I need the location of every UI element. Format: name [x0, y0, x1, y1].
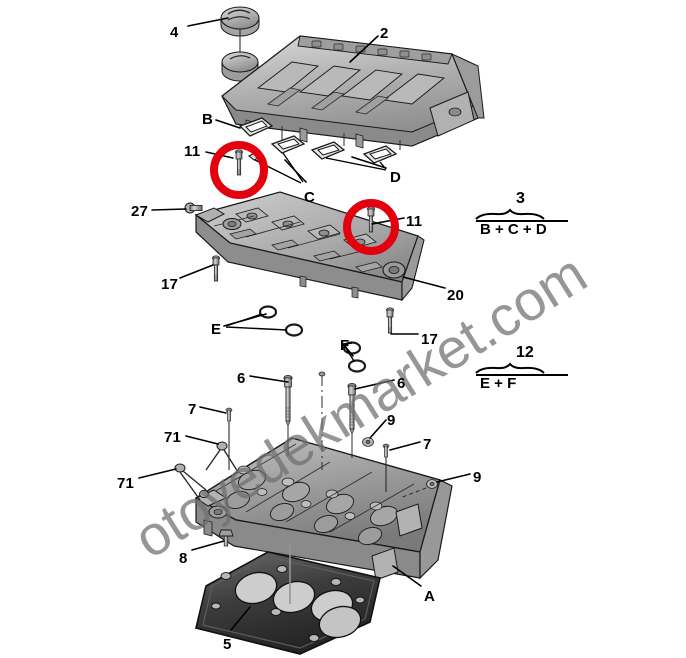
stud-7-right	[382, 443, 390, 492]
leader-6	[354, 379, 395, 390]
leader-c	[284, 159, 307, 183]
brace-3	[475, 208, 545, 220]
leader-71	[138, 468, 177, 479]
callout-label-6: 6	[397, 375, 406, 392]
callout-label-9: 9	[473, 469, 482, 486]
callout-label-11: 11	[184, 143, 201, 160]
callout-label-2: 2	[380, 25, 389, 42]
leader-6	[249, 375, 289, 383]
callout-label-7: 7	[423, 436, 432, 453]
head-gasket	[195, 544, 381, 655]
highlight-circles	[210, 141, 399, 255]
brace-12	[475, 362, 545, 374]
callout-label-9: 9	[387, 412, 396, 429]
leader-e	[223, 313, 267, 327]
callout-label-17: 17	[421, 331, 439, 348]
leader-71	[185, 435, 219, 445]
leader-lines	[138, 17, 471, 631]
leader-d	[351, 156, 387, 169]
callout-label-5: 5	[223, 636, 232, 653]
leader-4	[187, 17, 229, 27]
leader-9	[369, 419, 387, 439]
leader-7	[389, 441, 421, 451]
head-bolt-center-dashed	[318, 371, 326, 470]
intake-manifold-assembly	[220, 6, 485, 149]
callout-label-4: 4	[170, 24, 179, 41]
callout-label-71: 71	[164, 429, 182, 446]
callout-label-b: B	[202, 111, 214, 128]
fitting-71-upper	[205, 441, 239, 473]
callout-label-71: 71	[117, 475, 135, 492]
gasket-B	[238, 117, 274, 137]
highlight-circle-bolt-11-left	[210, 141, 268, 199]
group-formula-12: E + F	[480, 375, 517, 392]
callout-label-17: 17	[161, 276, 179, 293]
head-bolt-6-left	[283, 375, 293, 456]
bolt-17-right	[386, 307, 394, 334]
leader-17	[179, 264, 214, 279]
leader-9	[436, 473, 471, 483]
leader-11	[371, 217, 405, 225]
highlight-circle-bolt-11-right	[343, 199, 399, 255]
group-number-3: 3	[516, 190, 525, 207]
callout-label-d: D	[390, 169, 402, 186]
callout-label-6: 6	[237, 370, 246, 387]
gasket-D-group	[310, 133, 401, 171]
callout-label-27: 27	[131, 203, 149, 220]
group-braces	[475, 208, 568, 376]
camshaft-cover-assembly	[194, 191, 425, 302]
fitting-71-lower	[174, 463, 209, 501]
group-formula-3: B + C + D	[480, 221, 547, 238]
callout-label-f: F	[340, 337, 350, 354]
leader-2	[349, 35, 379, 63]
washer-9-upper	[362, 437, 374, 447]
leader-7	[199, 406, 227, 414]
leader-27	[151, 208, 187, 211]
callout-label-11: 11	[406, 213, 423, 230]
washer-9-lower	[399, 479, 438, 499]
leader-20	[402, 276, 446, 289]
callout-label-a: A	[424, 588, 436, 605]
leader-a	[392, 565, 422, 587]
leader-b	[215, 119, 241, 129]
leader-8	[191, 540, 225, 551]
callout-label-e: E	[211, 321, 222, 338]
stud-7-left	[225, 407, 233, 470]
leader-f	[343, 344, 354, 357]
bolt-11-left	[235, 149, 243, 176]
leader-5	[230, 606, 251, 631]
oring-E-group	[225, 305, 304, 337]
plug-27	[184, 202, 203, 214]
callout-label-20: 20	[447, 287, 465, 304]
callout-label-c: C	[304, 189, 316, 206]
group-number-12: 12	[516, 344, 534, 361]
callout-label-7: 7	[188, 401, 197, 418]
head-bolt-6-right	[347, 383, 357, 458]
sensor-8	[218, 529, 234, 547]
cylinder-head-assembly	[194, 437, 453, 581]
bolt-17-left	[212, 255, 220, 282]
callout-label-8: 8	[179, 550, 188, 567]
oil-filler-cap	[220, 6, 260, 82]
